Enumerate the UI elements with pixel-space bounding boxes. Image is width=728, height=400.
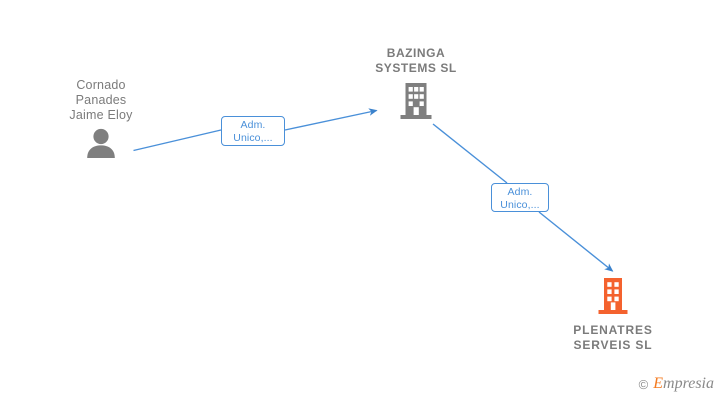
edge-label-company-center-to-company-bottom[interactable]: Adm. Unico,... [491,183,549,212]
person-icon [40,126,162,158]
watermark: © Empresia [639,376,714,392]
node-person-label: Cornado Panades Jaime Eloy [69,78,133,122]
watermark-initial: E [653,375,664,392]
node-company-bottom[interactable]: PLENATRES SERVEIS SL [546,276,680,353]
connector-company-center-to-label2 [432,123,508,184]
connector-label2-to-company-bottom [538,211,614,272]
node-company-center[interactable]: BAZINGA SYSTEMS SL [352,46,480,122]
node-company-bottom-label: PLENATRES SERVEIS SL [573,323,653,352]
building-icon [352,82,480,122]
node-person[interactable]: Cornado Panades Jaime Eloy [40,78,162,158]
watermark-rest: mpresia [663,375,714,392]
copyright-icon: © [638,376,649,392]
edge-label-person-to-company-center[interactable]: Adm. Unico,... [221,116,285,146]
node-company-center-label: BAZINGA SYSTEMS SL [375,46,457,75]
watermark-text: Empresia [653,376,714,392]
building-icon [546,276,680,318]
